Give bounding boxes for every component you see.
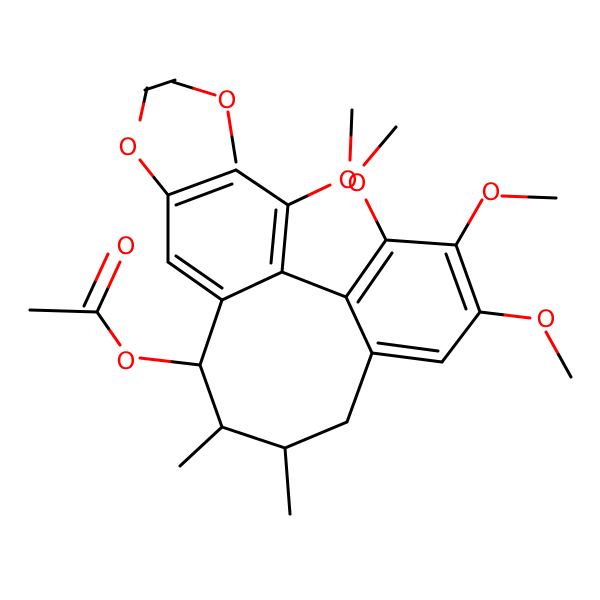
bond-biaryl — [280, 270, 348, 299]
bond-c-o-double-b — [107, 260, 122, 289]
bond-ome-ch3-4-b — [557, 353, 573, 379]
bond-c8-5 — [345, 351, 374, 424]
atom-oxygen-methoxy-2: O — [348, 169, 367, 197]
bond-ar2-ome-b-b — [467, 198, 484, 224]
bond-ar2-5-inner — [376, 341, 440, 353]
bond-ch2-o1-b — [138, 102, 145, 122]
atom-oxygen-methoxy-1: O — [339, 166, 358, 194]
bond-ar2-ome-a-b — [364, 198, 378, 222]
bond-ar1-ome-b — [307, 183, 332, 197]
bonds-layer — [28, 78, 573, 516]
bond-ar1-1-inner — [174, 182, 234, 207]
bond-acetyl-methyl — [28, 308, 99, 314]
bond-ar2-1-inner — [356, 251, 394, 304]
bond-c-o-double-a — [95, 285, 110, 314]
bond-c8-2 — [198, 363, 224, 429]
bond-ar2-1 — [344, 238, 388, 299]
bond-ar1-1 — [166, 168, 238, 197]
bond-ome-ch3-1-b — [349, 108, 354, 137]
bond-ome-ch3-3-a — [500, 194, 531, 199]
bond-c8-1 — [198, 298, 224, 367]
atom-oxygen-dioxole-left: O — [119, 133, 138, 161]
bond-ar1-4 — [220, 270, 284, 302]
bond-ar2-ome-b-a — [454, 221, 471, 247]
bond-ome-ch3-1-a — [348, 133, 353, 162]
bond-ar2-4 — [440, 310, 482, 364]
bond-ar2-ome-c-a — [478, 310, 507, 317]
bond-c-o-double-2-a — [82, 278, 98, 308]
bond-ar2-ome-a-a — [374, 218, 388, 242]
bond-ar2-3 — [454, 243, 482, 314]
bond-o1-c-b — [152, 176, 170, 197]
atom-oxygen-carbonyl: O — [117, 232, 136, 260]
bond-ar1-3-inner — [269, 208, 278, 265]
bond-o-cacyl-a — [107, 327, 122, 347]
bond-o1-c-a — [138, 158, 156, 179]
bond-ch2-o2-a — [171, 80, 196, 90]
bond-oac-o-a — [168, 360, 202, 367]
bond-ar2-2 — [384, 238, 458, 247]
bond-ar2-ome-c-b — [503, 313, 532, 320]
bond-ar2-6 — [344, 295, 374, 355]
bond-c8-4 — [283, 420, 349, 450]
bond-o2-c-a — [226, 110, 234, 139]
bond-ome-ch3-2-b — [378, 125, 398, 148]
atom-oxygen-ester: O — [117, 347, 136, 375]
bond-c8-3 — [220, 425, 287, 450]
bond-ch2-o2-b — [192, 87, 217, 97]
bond-methyl-1 — [178, 425, 224, 468]
bond-ar2-5 — [370, 351, 444, 364]
bond-ar1-ome-a — [286, 193, 311, 207]
bond-oac-o-b — [138, 356, 172, 363]
bond-ar2-3-inner — [444, 252, 468, 311]
bond-ar1-2 — [234, 168, 290, 207]
bond-o-cacyl-b — [95, 310, 110, 330]
bond-ch2 — [143, 78, 177, 92]
atom-oxygen-dioxole-top: O — [218, 86, 237, 114]
bond-o2-c-b — [230, 135, 238, 164]
bond-ar1-5 — [166, 260, 224, 302]
bond-ome-ch3-3-b — [527, 195, 558, 200]
bond-ar1-3 — [280, 203, 290, 274]
atom-oxygen-methoxy-4: O — [537, 305, 556, 333]
bond-ome-ch3-4-a — [544, 330, 560, 356]
bond-methyl-2 — [283, 446, 292, 516]
bond-c-o-double-2-b — [94, 252, 110, 282]
atom-oxygen-methoxy-3: O — [482, 178, 501, 206]
bond-ome-ch3-2-a — [362, 144, 382, 167]
bond-ar1-5-inner — [174, 254, 224, 290]
